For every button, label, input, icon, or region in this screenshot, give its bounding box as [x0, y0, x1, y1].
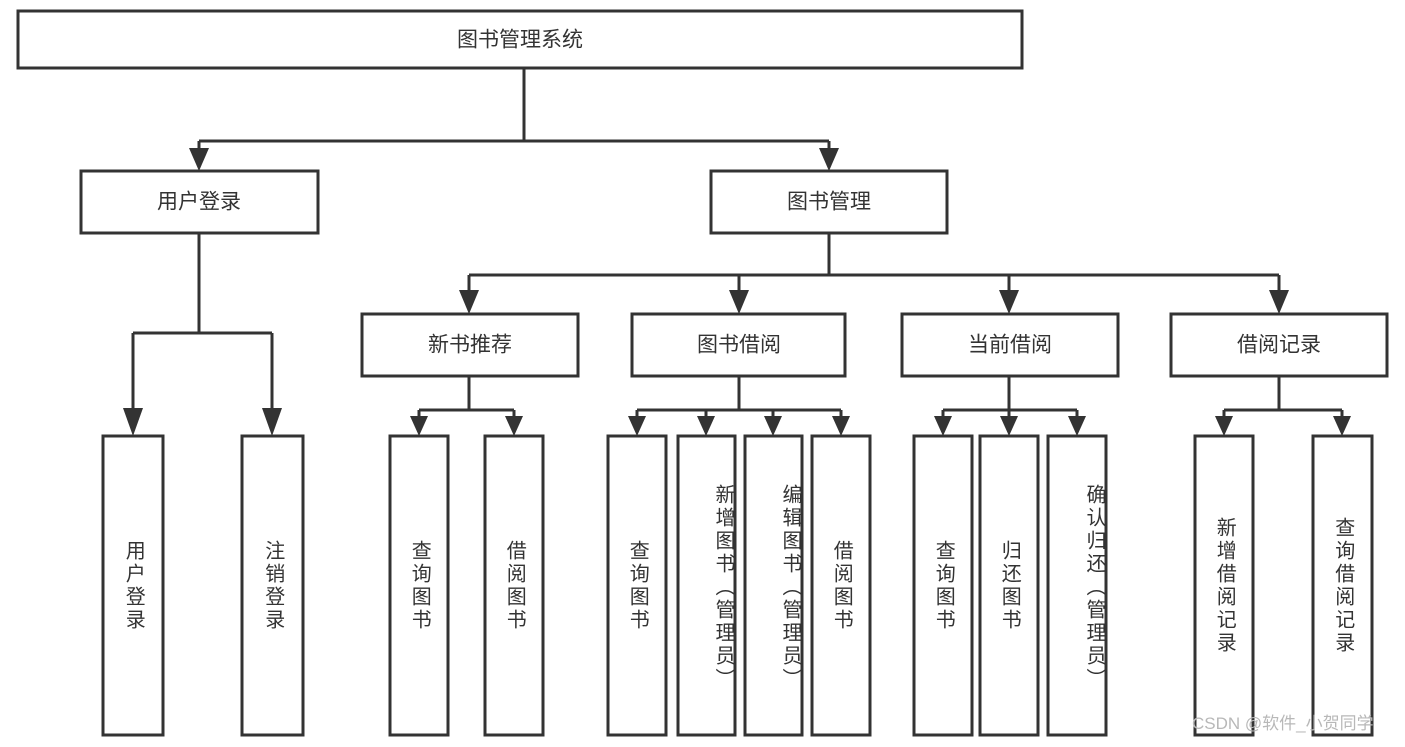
node-root-label: 图书管理系统: [457, 29, 583, 52]
node-leaf-add-record-box[interactable]: [1193, 434, 1255, 737]
node-borrow-record-label: 借阅记录: [1237, 334, 1321, 357]
arrow-head-book-manage: [819, 148, 839, 171]
arrow-head-leaf-add-book: [697, 416, 715, 436]
node-leaf-add-book-box[interactable]: [676, 434, 737, 737]
node-user-login-label: 用户登录: [157, 191, 241, 214]
node-borrow-record-box[interactable]: [1169, 312, 1389, 378]
node-leaf-confirm-return-box[interactable]: [1046, 434, 1108, 737]
node-leaf-query-record-box[interactable]: [1311, 434, 1374, 737]
arrow-head-leaf-return-book: [1000, 416, 1018, 436]
csdn-watermark: CSDN @软件_小贺同学: [1192, 714, 1374, 733]
arrow-head-leaf-borrow-book-2: [832, 416, 850, 436]
node-current-borrow-label: 当前借阅: [968, 334, 1052, 357]
arrow-head-leaf-query-record: [1333, 416, 1351, 436]
node-leaf-query-book-2-box[interactable]: [606, 434, 668, 737]
arrow-head-leaf-query-book-2: [628, 416, 646, 436]
node-leaf-return-book-box[interactable]: [978, 434, 1040, 737]
node-leaf-user-login-box[interactable]: [101, 434, 165, 737]
node-leaf-query-book-3-box[interactable]: [912, 434, 974, 737]
arrow-head-leaf-borrow-book-1: [505, 416, 523, 436]
arrow-head-new-book-rec: [459, 290, 479, 314]
node-book-manage-box[interactable]: [709, 169, 949, 235]
node-leaf-borrow-book-2-box[interactable]: [810, 434, 872, 737]
node-book-borrow-label: 图书借阅: [697, 334, 781, 357]
node-leaf-logout-box[interactable]: [240, 434, 305, 737]
arrow-head-leaf-confirm-return: [1068, 416, 1086, 436]
node-book-borrow-box[interactable]: [630, 312, 847, 378]
node-new-book-rec-box[interactable]: [360, 312, 580, 378]
arrow-head-leaf-edit-book: [764, 416, 782, 436]
node-leaf-query-book-1-box[interactable]: [388, 434, 450, 737]
node-leaf-edit-book-box[interactable]: [743, 434, 804, 737]
arrow-head-user-login: [189, 148, 209, 171]
arrow-head-leaf-user-login: [123, 408, 143, 436]
arrow-head-leaf-query-book-3: [934, 416, 952, 436]
node-layer: 图书管理系统 用户登录 图书管理 新书推荐 图书借阅 当前借阅 借阅记录: [16, 9, 1389, 737]
node-new-book-rec-label: 新书推荐: [428, 334, 512, 357]
node-user-login-box[interactable]: [79, 169, 320, 235]
connector-layer: [123, 68, 1351, 436]
node-root-box[interactable]: [16, 9, 1024, 70]
node-leaf-borrow-book-1-box[interactable]: [483, 434, 545, 737]
arrow-head-book-borrow: [729, 290, 749, 314]
arrow-head-leaf-add-record: [1215, 416, 1233, 436]
arrow-head-leaf-query-book-1: [410, 416, 428, 436]
node-current-borrow-box[interactable]: [900, 312, 1120, 378]
arrow-head-current-borrow: [999, 290, 1019, 314]
arrow-head-borrow-record: [1269, 290, 1289, 314]
node-book-manage-label: 图书管理: [787, 191, 871, 214]
arrow-head-leaf-logout: [262, 408, 282, 436]
